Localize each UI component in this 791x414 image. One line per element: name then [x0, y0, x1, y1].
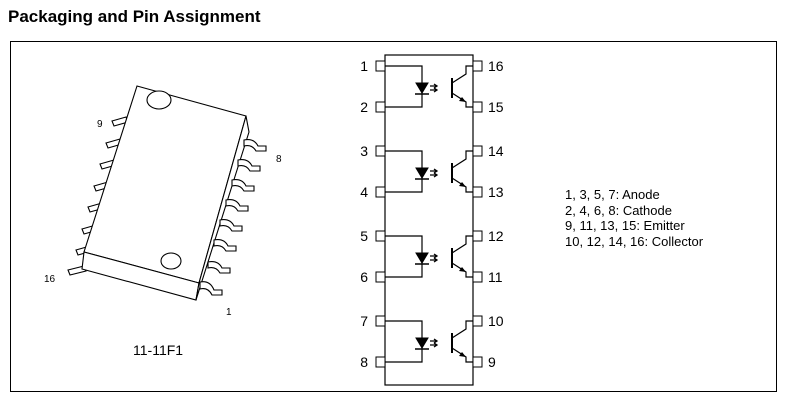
emitter-arrow-icon	[459, 267, 466, 272]
led-wiring	[385, 320, 423, 363]
legend-line-anode: 1, 3, 5, 7: Anode	[565, 187, 660, 202]
transistor-emitter	[451, 262, 473, 278]
light-arrows-icon	[430, 253, 439, 263]
pin-box	[472, 315, 483, 327]
pin-number-left: 1	[360, 58, 368, 74]
pin-mark-1: 1	[226, 307, 232, 318]
pin-legend: 1, 3, 5, 7: Anode 2, 4, 6, 8: Cathode 9,…	[565, 187, 703, 249]
pin-box	[375, 186, 386, 198]
led-diode-icon	[415, 252, 429, 264]
light-arrows-icon	[430, 83, 439, 93]
package-code: 11-11F1	[133, 342, 184, 358]
light-arrows-icon	[430, 168, 439, 178]
figure-frame	[10, 41, 777, 392]
pin-box	[472, 145, 483, 157]
led-wiring	[385, 235, 423, 278]
legend-line-cathode: 2, 4, 6, 8: Cathode	[565, 202, 672, 218]
led-wiring	[385, 150, 423, 193]
pin-number-left: 5	[360, 228, 368, 244]
pin-number-left: 4	[360, 184, 368, 200]
pin-number-right: 15	[488, 99, 504, 115]
pin-mark-8: 8	[276, 154, 282, 165]
pin-box	[375, 315, 386, 327]
pin-box	[472, 356, 483, 368]
pin-mark-16: 16	[44, 274, 56, 285]
led-diode-icon	[415, 337, 429, 349]
emitter-arrow-icon	[459, 97, 466, 102]
transistor-emitter	[451, 92, 473, 108]
pin-box	[472, 230, 483, 242]
pin-box	[375, 101, 386, 113]
pin-number-right: 11	[488, 269, 503, 285]
pin-box	[375, 356, 386, 368]
pin-number-right: 9	[488, 354, 496, 370]
pin-mark-9: 9	[97, 119, 103, 130]
transistor-collector	[451, 235, 473, 254]
legend-line-collector: 10, 12, 14, 16: Collector	[565, 233, 704, 249]
pin-number-right: 16	[488, 58, 504, 74]
emitter-arrow-icon	[459, 352, 466, 357]
light-arrows-icon	[430, 338, 439, 348]
transistor-emitter	[451, 177, 473, 193]
pin-box	[472, 271, 483, 283]
emitter-arrow-icon	[459, 182, 466, 187]
pin-box	[375, 60, 386, 72]
pin-number-left: 7	[360, 313, 368, 329]
pin-number-left: 8	[360, 354, 368, 370]
pin-number-right: 10	[488, 313, 504, 329]
pin-box	[472, 60, 483, 72]
pin-box	[375, 271, 386, 283]
transistor-collector	[451, 320, 473, 339]
pin-number-right: 13	[488, 184, 504, 200]
legend-line-emitter: 9, 11, 13, 15: Emitter	[565, 218, 685, 233]
transistor-collector	[451, 65, 473, 84]
pin-box	[472, 186, 483, 198]
led-wiring	[385, 65, 423, 108]
pin-number-left: 6	[360, 269, 368, 285]
pin-box	[375, 230, 386, 242]
pin-number-left: 3	[360, 143, 368, 159]
page-title: Packaging and Pin Assignment	[8, 7, 261, 26]
led-diode-icon	[415, 82, 429, 94]
transistor-collector	[451, 150, 473, 169]
pin-number-right: 14	[488, 143, 504, 159]
pin-number-right: 12	[488, 228, 504, 244]
pin-box	[472, 101, 483, 113]
pin-number-left: 2	[360, 99, 368, 115]
led-diode-icon	[415, 167, 429, 179]
transistor-emitter	[451, 347, 473, 363]
pin-box	[375, 145, 386, 157]
